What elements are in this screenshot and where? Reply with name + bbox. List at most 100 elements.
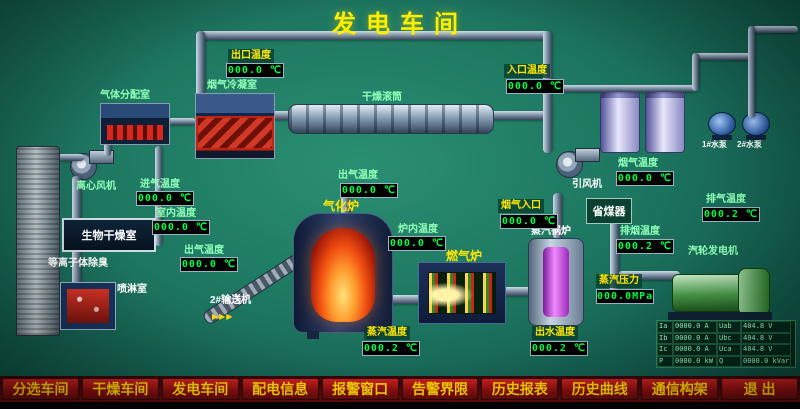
gasifier-flame xyxy=(311,228,375,322)
pipe xyxy=(268,111,294,120)
outwater-temp-display: 000.2 ℃ xyxy=(530,341,588,356)
nav-history-report[interactable]: 历史报表 xyxy=(481,378,559,400)
water-pump-1 xyxy=(708,112,736,140)
plasma-deodorizer-label: 等离子体除臭 xyxy=(48,258,108,269)
fluegas-temp-display: 000.0 ℃ xyxy=(616,171,674,186)
steam-exhaust-display: 000.2 ℃ xyxy=(702,207,760,222)
gasifier xyxy=(293,213,393,339)
pipe xyxy=(500,287,532,296)
generator-base xyxy=(668,312,772,320)
gas-distribution-room-label: 气体分配室 xyxy=(100,90,150,101)
pump1-label: 1#水泵 xyxy=(702,140,727,149)
gp-cell: 404.8 V xyxy=(741,321,791,333)
pipe xyxy=(692,53,752,60)
bio-drying-room: 生物干燥室 xyxy=(62,218,156,252)
fluegas-inlet-display: 000.0 ℃ xyxy=(500,214,558,229)
gas-furnace-label: 燃气炉 xyxy=(446,249,483,263)
gp-cell: Ib xyxy=(657,332,673,344)
nav-sorting-workshop[interactable]: 分选车间 xyxy=(2,378,79,400)
gp-cell: Q xyxy=(717,355,741,367)
induced-draft-fan-label: 引风机 xyxy=(572,179,602,190)
pipe xyxy=(104,140,111,156)
flow-arrows: ▶▶▶ xyxy=(212,312,234,321)
gasifier-label: 气化炉 xyxy=(323,199,360,213)
nav-history-curve[interactable]: 历史曲线 xyxy=(561,378,639,400)
fan-duct xyxy=(575,148,600,162)
gas-distribution-room xyxy=(100,103,170,145)
gp-cell: 0000.0 kW xyxy=(673,355,717,367)
steam-temp-label: 蒸汽温度 xyxy=(364,326,410,340)
room-temp-label: 室内温度 xyxy=(156,208,196,219)
gp-cell: 0000.0 kVar xyxy=(741,355,791,367)
gasifier-leg xyxy=(307,331,319,339)
outlet-temp-display: 000.0 ℃ xyxy=(226,63,284,78)
outgas-temp-left-label: 出气温度 xyxy=(184,245,224,256)
pipe xyxy=(341,183,350,215)
room-temp-display: 000.0 ℃ xyxy=(152,220,210,235)
gp-cell: Ubc xyxy=(717,332,741,344)
economizer-label: 省煤器 xyxy=(592,206,626,218)
nav-alarm-window[interactable]: 报警窗口 xyxy=(321,378,399,400)
spray-room xyxy=(60,282,116,330)
gp-cell: 404.8 V xyxy=(741,344,791,356)
steam-pressure-label: 蒸汽压力 xyxy=(596,274,642,288)
economizer: 省煤器 xyxy=(586,198,632,224)
nav-exit[interactable]: 退 出 xyxy=(721,378,799,400)
pump2-label: 2#水泵 xyxy=(737,140,762,149)
generator-body xyxy=(672,274,744,312)
outlet-temp-label: 出口温度 xyxy=(228,49,274,63)
pipe xyxy=(752,26,798,33)
flue-gas-condenser-label: 烟气冷凝室 xyxy=(207,80,257,91)
gp-cell: 0000.0 A xyxy=(673,332,717,344)
pipe xyxy=(58,154,84,161)
condenser-fins xyxy=(198,118,272,148)
inlet-temp-label: 入口温度 xyxy=(504,64,550,78)
conveyor-label: 2#输送机 xyxy=(210,295,252,306)
pipe xyxy=(390,295,424,304)
pipe xyxy=(196,31,205,105)
gp-cell: 0000.0 A xyxy=(673,321,717,333)
gp-cell: Ic xyxy=(657,344,673,356)
exhaust-temp-label: 排烟温度 xyxy=(620,226,660,237)
gp-cell: Uab xyxy=(717,321,741,333)
nav-drying-workshop[interactable]: 干燥车间 xyxy=(81,378,159,400)
fluegas-inlet-label: 烟气入口 xyxy=(498,199,544,213)
nav-distribution-info[interactable]: 配电信息 xyxy=(241,378,319,400)
nav-comm-structure[interactable]: 通信构架 xyxy=(641,378,719,400)
gp-cell: P xyxy=(657,355,673,367)
flue-gas-condenser xyxy=(195,93,275,159)
pipe xyxy=(556,85,696,92)
storage-tank-1 xyxy=(600,87,640,153)
pipe xyxy=(618,271,680,280)
steam-boiler-label: 蒸汽锅炉 xyxy=(531,226,571,237)
gp-cell: 0000.0 A xyxy=(673,344,717,356)
generator-end xyxy=(738,268,770,316)
gas-furnace xyxy=(418,262,506,324)
steam-exhaust-label: 排气温度 xyxy=(706,194,746,205)
heater-bars xyxy=(107,125,163,140)
outgas-temp-mid-label: 出气温度 xyxy=(338,170,378,181)
furnace-temp-label: 炉内温度 xyxy=(398,224,438,235)
nav-power-workshop[interactable]: 发电车间 xyxy=(161,378,239,400)
bottom-border xyxy=(0,402,800,409)
turbine-generator xyxy=(668,258,772,320)
bio-drying-room-label: 生物干燥室 xyxy=(81,230,137,242)
spray-nozzles xyxy=(67,289,109,323)
boiler-core xyxy=(543,247,569,317)
water-pump-2 xyxy=(742,112,770,140)
induced-draft-fan xyxy=(556,148,600,178)
steam-temp-display: 000.2 ℃ xyxy=(362,341,420,356)
pipe xyxy=(490,111,548,120)
gp-cell: 404.8 V xyxy=(741,332,791,344)
furnace-temp-display: 000.0 ℃ xyxy=(388,236,446,251)
flame-viewport xyxy=(428,272,496,314)
nav-alarm-limits[interactable]: 告警界限 xyxy=(401,378,479,400)
centrifugal-fan-label: 离心风机 xyxy=(76,181,116,192)
generator-data-panel: Ia 0000.0 A Uab 404.8 V Ib 0000.0 A Ubc … xyxy=(656,320,796,368)
outgas-temp-mid-display: 000.0 ℃ xyxy=(340,183,398,198)
spray-room-label: 喷淋室 xyxy=(117,284,147,295)
pipe xyxy=(168,118,196,125)
bottom-nav-bar: 分选车间 干燥车间 发电车间 配电信息 报警窗口 告警界限 历史报表 历史曲线 … xyxy=(0,376,800,402)
steam-pressure-display: 000.0MPa xyxy=(596,289,654,304)
